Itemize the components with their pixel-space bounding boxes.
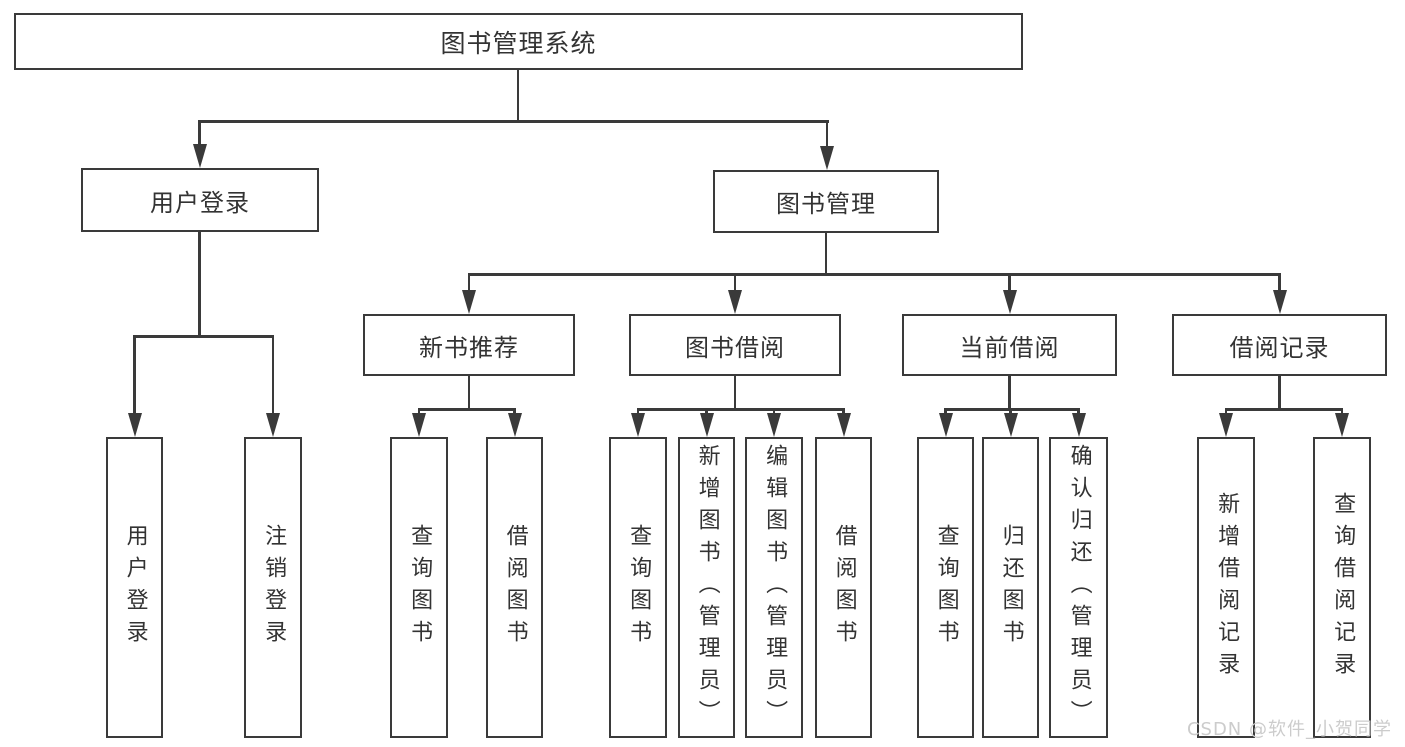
leaf-query-books-borrow-label: 查询图书: [626, 523, 652, 652]
node-current-borrowing: 当前借阅: [902, 314, 1117, 376]
arrow-down-icon: [767, 413, 781, 437]
leaf-borrow-books-recommend: 借阅图书: [486, 437, 543, 738]
arrow-to-borrow-books-recommend: [507, 408, 522, 437]
arrow-down-icon: [631, 413, 645, 437]
arrow-to-query-books-current: [938, 408, 953, 437]
leaf-borrow-books-borrow: 借阅图书: [815, 437, 872, 738]
node-library-management-system-label: 图书管理系统: [440, 28, 597, 58]
node-new-book-recommend: 新书推荐: [363, 314, 575, 376]
leaf-edit-books-admin-label: 编辑图书（管理员）: [762, 443, 788, 732]
arrow-down-icon: [1335, 413, 1349, 437]
arrow-down-icon: [1003, 413, 1018, 437]
leaf-logout-label: 注销登录: [261, 523, 287, 652]
arrow-to-add-books-admin: [699, 408, 714, 437]
arrow-to-query-books-borrow: [631, 408, 645, 437]
leaf-query-borrow-record-label: 查询借阅记录: [1330, 491, 1356, 684]
leaf-add-books-admin-label: 新增图书（管理员）: [694, 443, 720, 732]
leaf-add-borrow-record: 新增借阅记录: [1197, 437, 1255, 738]
arrow-down-icon: [462, 290, 476, 314]
connector-new-book-hline: [417, 408, 516, 411]
node-book-management-label: 图书管理: [776, 190, 876, 218]
arrow-down-icon: [820, 146, 834, 170]
arrow-to-query-books-recommend: [412, 408, 426, 437]
arrow-to-borrow-books-borrow: [836, 408, 851, 437]
arrow-down-icon: [1272, 290, 1287, 314]
arrow-to-leaf-user-login: [127, 335, 142, 437]
arrow-down-icon: [1219, 413, 1233, 437]
leaf-edit-books-admin: 编辑图书（管理员）: [745, 437, 803, 738]
leaf-confirm-return-admin-label: 确认归还（管理员）: [1066, 443, 1092, 732]
arrow-to-book-borrowing: [728, 273, 742, 314]
arrow-to-confirm-return-admin: [1071, 408, 1086, 437]
arrow-to-new-book-recommend: [462, 273, 476, 314]
connector-user-login-vline: [198, 232, 201, 338]
node-user-login-label: 用户登录: [150, 188, 250, 217]
arrow-down-icon: [192, 144, 207, 168]
leaf-borrow-books-recommend-label: 借阅图书: [502, 523, 528, 652]
arrow-to-book-management: [820, 120, 834, 170]
arrow-down-icon: [266, 413, 280, 437]
leaf-user-login-label: 用户登录: [122, 523, 148, 652]
connector-borrow-records-vline: [1278, 376, 1281, 411]
connector-current-borrow-vline: [1008, 376, 1011, 411]
leaf-add-borrow-record-label: 新增借阅记录: [1214, 491, 1240, 684]
arrow-to-user-login: [192, 120, 207, 168]
node-borrow-records-label: 借阅记录: [1229, 333, 1330, 362]
leaf-query-books-recommend-label: 查询图书: [407, 523, 433, 652]
connector-book-borrow-vline: [733, 376, 737, 411]
leaf-logout: 注销登录: [244, 437, 302, 738]
arrow-to-return-books: [1003, 408, 1018, 437]
leaf-add-books-admin: 新增图书（管理员）: [678, 437, 735, 738]
csdn-watermark: CSDN @软件_小贺同学: [1186, 719, 1392, 740]
connector-current-borrow-hline: [944, 408, 1080, 411]
connector-root-hline: [198, 120, 829, 123]
arrow-down-icon: [1071, 413, 1086, 437]
leaf-query-books-borrow: 查询图书: [609, 437, 667, 738]
connector-new-book-vline: [467, 376, 471, 411]
connector-book-management-hline: [467, 273, 1281, 276]
arrow-down-icon: [127, 413, 142, 437]
node-current-borrowing-label: 当前借阅: [959, 333, 1060, 362]
connector-root-vline: [516, 70, 520, 123]
arrow-down-icon: [507, 413, 522, 437]
node-book-management: 图书管理: [713, 170, 939, 233]
arrow-down-icon: [699, 413, 714, 437]
arrow-to-add-borrow-record: [1219, 408, 1233, 437]
arrow-to-edit-books-admin: [767, 408, 781, 437]
arrow-to-borrow-records: [1272, 273, 1287, 314]
arrow-to-leaf-logout: [266, 335, 280, 437]
leaf-query-books-current-label: 查询图书: [933, 523, 959, 652]
connector-user-login-hline: [133, 335, 275, 338]
node-library-management-system: 图书管理系统: [14, 13, 1023, 70]
arrow-down-icon: [938, 413, 953, 437]
connector-borrow-records-hline: [1224, 408, 1344, 411]
node-new-book-recommend-label: 新书推荐: [419, 333, 519, 362]
leaf-confirm-return-admin: 确认归还（管理员）: [1049, 437, 1108, 738]
connector-book-management-vline: [824, 233, 828, 276]
leaf-query-books-recommend: 查询图书: [390, 437, 448, 738]
node-book-borrowing-label: 图书借阅: [685, 333, 785, 362]
leaf-return-books-label: 归还图书: [998, 523, 1024, 652]
leaf-query-books-current: 查询图书: [917, 437, 974, 738]
arrow-down-icon: [1002, 290, 1017, 314]
arrow-to-query-borrow-record: [1335, 408, 1349, 437]
node-user-login: 用户登录: [81, 168, 319, 232]
node-borrow-records: 借阅记录: [1172, 314, 1387, 376]
arrow-to-current-borrowing: [1002, 273, 1017, 314]
leaf-query-borrow-record: 查询借阅记录: [1313, 437, 1371, 738]
leaf-user-login: 用户登录: [106, 437, 163, 738]
arrow-down-icon: [728, 290, 742, 314]
arrow-down-icon: [412, 413, 426, 437]
leaf-borrow-books-borrow-label: 借阅图书: [831, 523, 857, 652]
connector-book-borrow-hline: [636, 408, 845, 411]
node-book-borrowing: 图书借阅: [629, 314, 841, 376]
leaf-return-books: 归还图书: [982, 437, 1039, 738]
arrow-down-icon: [836, 413, 851, 437]
